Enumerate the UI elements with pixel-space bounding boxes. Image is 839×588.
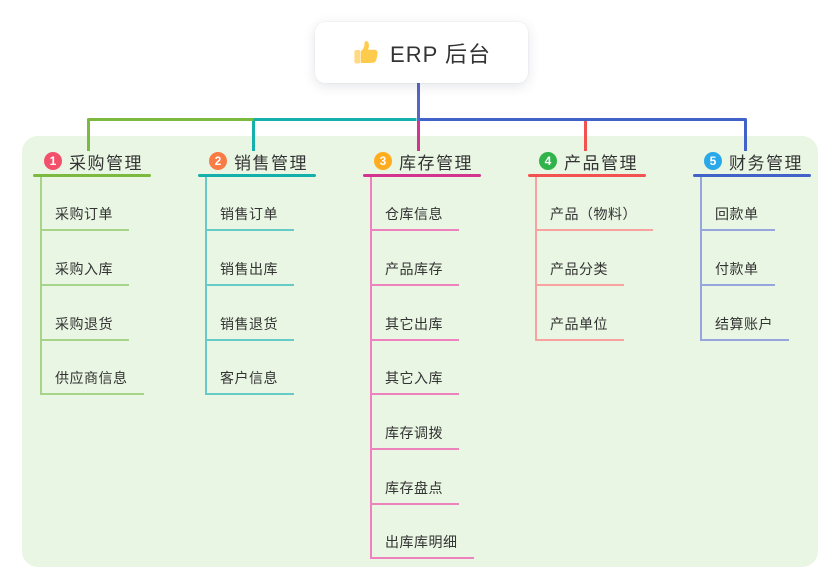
branch-heading-underline [363, 174, 481, 177]
branch-heading-label: 财务管理 [729, 153, 803, 173]
child-node[interactable]: 库存调拨 [370, 423, 459, 450]
child-node[interactable]: 产品（物料） [535, 204, 653, 231]
branch-heading[interactable]: 5 财务管理 [693, 148, 811, 174]
branch-3: 3 库存管理仓库信息产品库存其它出库其它入库库存调拨库存盘点出库库明细 [363, 0, 533, 588]
child-node[interactable]: 其它入库 [370, 368, 459, 395]
child-node[interactable]: 出库库明细 [370, 532, 474, 559]
thumbs-up-icon [352, 39, 379, 66]
child-node[interactable]: 结算账户 [700, 314, 789, 341]
child-node[interactable]: 客户信息 [205, 368, 294, 395]
branch-child-connector [205, 177, 207, 395]
branch-number-badge: 4 [539, 152, 557, 170]
branch-number-badge: 5 [704, 152, 722, 170]
child-node[interactable]: 产品库存 [370, 259, 459, 286]
branch-heading-label: 产品管理 [564, 153, 638, 173]
child-node[interactable]: 产品分类 [535, 259, 624, 286]
root-node[interactable]: ERP 后台 [315, 22, 528, 83]
branch-child-connector [40, 177, 42, 395]
branch-1: 1 采购管理采购订单采购入库采购退货供应商信息 [33, 0, 203, 588]
child-node[interactable]: 销售出库 [205, 259, 294, 286]
branch-heading-underline [33, 174, 151, 177]
root-title: ERP 后台 [390, 41, 491, 67]
branch-heading[interactable]: 2 销售管理 [198, 148, 316, 174]
branch-heading[interactable]: 1 采购管理 [33, 148, 151, 174]
child-node[interactable]: 仓库信息 [370, 204, 459, 231]
branch-heading-label: 销售管理 [234, 153, 308, 173]
branches-panel [22, 136, 818, 567]
branch-child-connector [700, 177, 702, 341]
branch-child-connector [535, 177, 537, 341]
branch-heading-label: 库存管理 [399, 153, 473, 173]
child-node[interactable]: 采购退货 [40, 314, 129, 341]
branch-5: 5 财务管理回款单付款单结算账户 [693, 0, 839, 588]
branch-heading[interactable]: 3 库存管理 [363, 148, 481, 174]
branch-number-badge: 2 [209, 152, 227, 170]
branch-heading[interactable]: 4 产品管理 [528, 148, 646, 174]
branch-heading-underline [198, 174, 316, 177]
branch-heading-underline [693, 174, 811, 177]
branch-number-badge: 1 [44, 152, 62, 170]
branch-heading-label: 采购管理 [69, 153, 143, 173]
branch-child-connector [370, 177, 372, 559]
child-node[interactable]: 库存盘点 [370, 478, 459, 505]
child-node[interactable]: 产品单位 [535, 314, 624, 341]
child-node[interactable]: 回款单 [700, 204, 775, 231]
branch-2: 2 销售管理销售订单销售出库销售退货客户信息 [198, 0, 368, 588]
child-node[interactable]: 销售退货 [205, 314, 294, 341]
child-node[interactable]: 供应商信息 [40, 368, 144, 395]
branch-number-badge: 3 [374, 152, 392, 170]
child-node[interactable]: 其它出库 [370, 314, 459, 341]
child-node[interactable]: 付款单 [700, 259, 775, 286]
child-node[interactable]: 销售订单 [205, 204, 294, 231]
child-node[interactable]: 采购订单 [40, 204, 129, 231]
branch-heading-underline [528, 174, 646, 177]
child-node[interactable]: 采购入库 [40, 259, 129, 286]
branch-4: 4 产品管理产品（物料） 产品分类产品单位 [528, 0, 698, 588]
